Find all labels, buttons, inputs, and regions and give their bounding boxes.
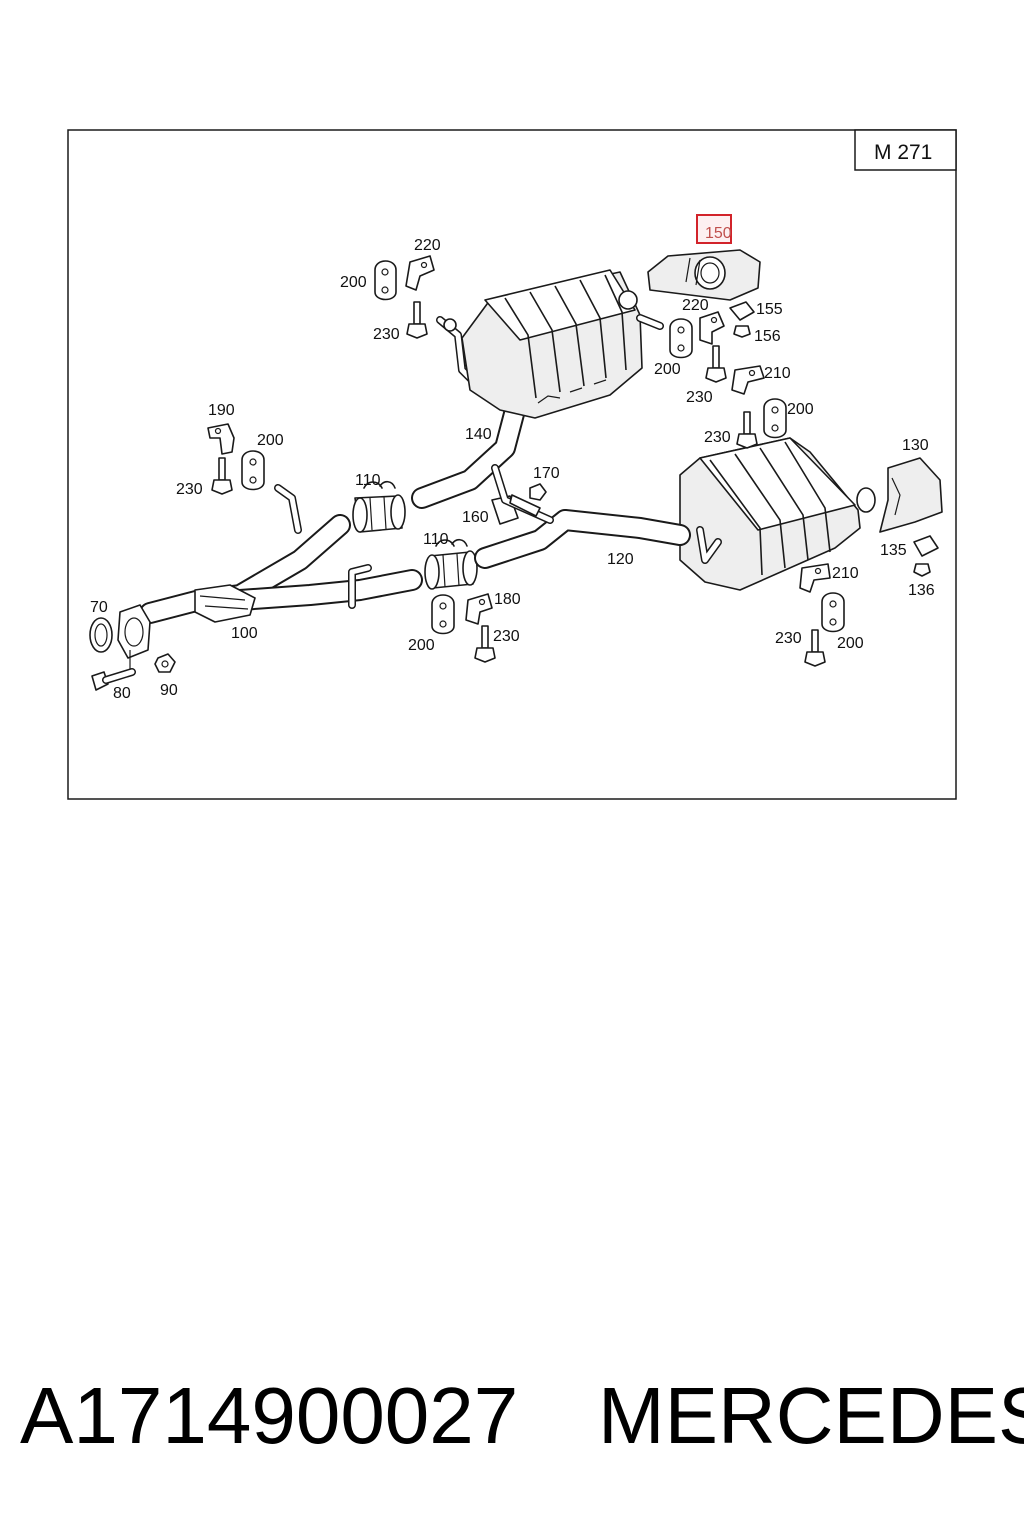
callout-220: 220	[682, 297, 709, 314]
bracket-160	[491, 464, 554, 525]
highlight-box-150	[696, 214, 732, 244]
bracket-210a	[731, 365, 765, 395]
tailpipe-trim-130	[879, 457, 943, 533]
bracket-190	[207, 423, 235, 455]
screw-156	[733, 325, 751, 338]
callout-230: 230	[493, 628, 520, 645]
clip-155	[729, 301, 755, 321]
callout-120: 120	[607, 551, 634, 568]
callout-230: 230	[176, 481, 203, 498]
brand-name: MERCEDES	[598, 1371, 1024, 1460]
callout-160: 160	[462, 509, 489, 526]
callout-230: 230	[775, 630, 802, 647]
callout-90: 90	[160, 682, 178, 699]
callout-190: 190	[208, 402, 235, 419]
bolt-230e	[474, 625, 496, 663]
bolt-230f	[804, 629, 826, 667]
model-label: M 271	[874, 141, 932, 164]
callout-200: 200	[837, 635, 864, 652]
callout-136: 136	[908, 582, 935, 599]
callout-180: 180	[494, 591, 521, 608]
bolt-80	[91, 668, 136, 691]
nut-90	[154, 653, 176, 673]
bracket-180	[465, 593, 493, 625]
bolt-230d	[736, 411, 758, 449]
part-footer: A1714900027 MERCEDES	[0, 1370, 1024, 1470]
callout-170: 170	[533, 465, 560, 482]
callout-230: 230	[686, 389, 713, 406]
gasket-70	[89, 617, 113, 653]
callout-130: 130	[902, 437, 929, 454]
callout-110: 110	[355, 472, 381, 489]
bolt-230c	[211, 457, 233, 495]
rubber-hanger-200f	[821, 592, 845, 633]
callout-156: 156	[754, 328, 781, 345]
callout-200: 200	[654, 361, 681, 378]
rubber-hanger-200a	[374, 260, 397, 301]
bracket-220b	[699, 311, 725, 345]
bracket-220a	[405, 255, 435, 291]
callout-140: 140	[465, 426, 492, 443]
y-pipe-100	[139, 484, 423, 624]
callout-200: 200	[787, 401, 814, 418]
bolt-230b	[705, 345, 727, 383]
diagram-frame	[67, 129, 957, 800]
part-number: A1714900027	[20, 1371, 519, 1460]
callout-155: 155	[756, 301, 783, 318]
callout-210: 210	[832, 565, 859, 582]
callout-220: 220	[414, 237, 441, 254]
pipe-120	[474, 509, 722, 569]
callout-150: 150	[705, 225, 732, 242]
model-label-box	[854, 129, 957, 171]
rubber-hanger-200e	[431, 594, 455, 635]
callout-210: 210	[764, 365, 791, 382]
callout-230: 230	[373, 326, 400, 343]
callout-70: 70	[90, 599, 108, 616]
bolt-230a	[406, 301, 428, 339]
callout-200: 200	[408, 637, 435, 654]
screw-136	[913, 563, 931, 577]
callout-135: 135	[880, 542, 907, 559]
callout-110: 110	[423, 531, 449, 548]
clamp-110b	[424, 538, 478, 590]
clamp-110a	[352, 480, 406, 533]
callout-200: 200	[340, 274, 367, 291]
callout-80: 80	[113, 685, 131, 702]
nut-170	[529, 483, 547, 501]
center-muffler	[443, 269, 664, 419]
bracket-210b	[799, 563, 831, 593]
rear-muffler	[679, 437, 876, 591]
callout-100: 100	[231, 625, 258, 642]
callout-230: 230	[704, 429, 731, 446]
flange	[117, 604, 151, 670]
rubber-hanger-200c	[241, 450, 265, 491]
clip-135	[913, 535, 939, 557]
rubber-hanger-200b	[669, 318, 693, 359]
tailpipe-trim-150	[647, 249, 761, 301]
callout-200: 200	[257, 432, 284, 449]
rubber-hanger-200d	[763, 398, 787, 439]
